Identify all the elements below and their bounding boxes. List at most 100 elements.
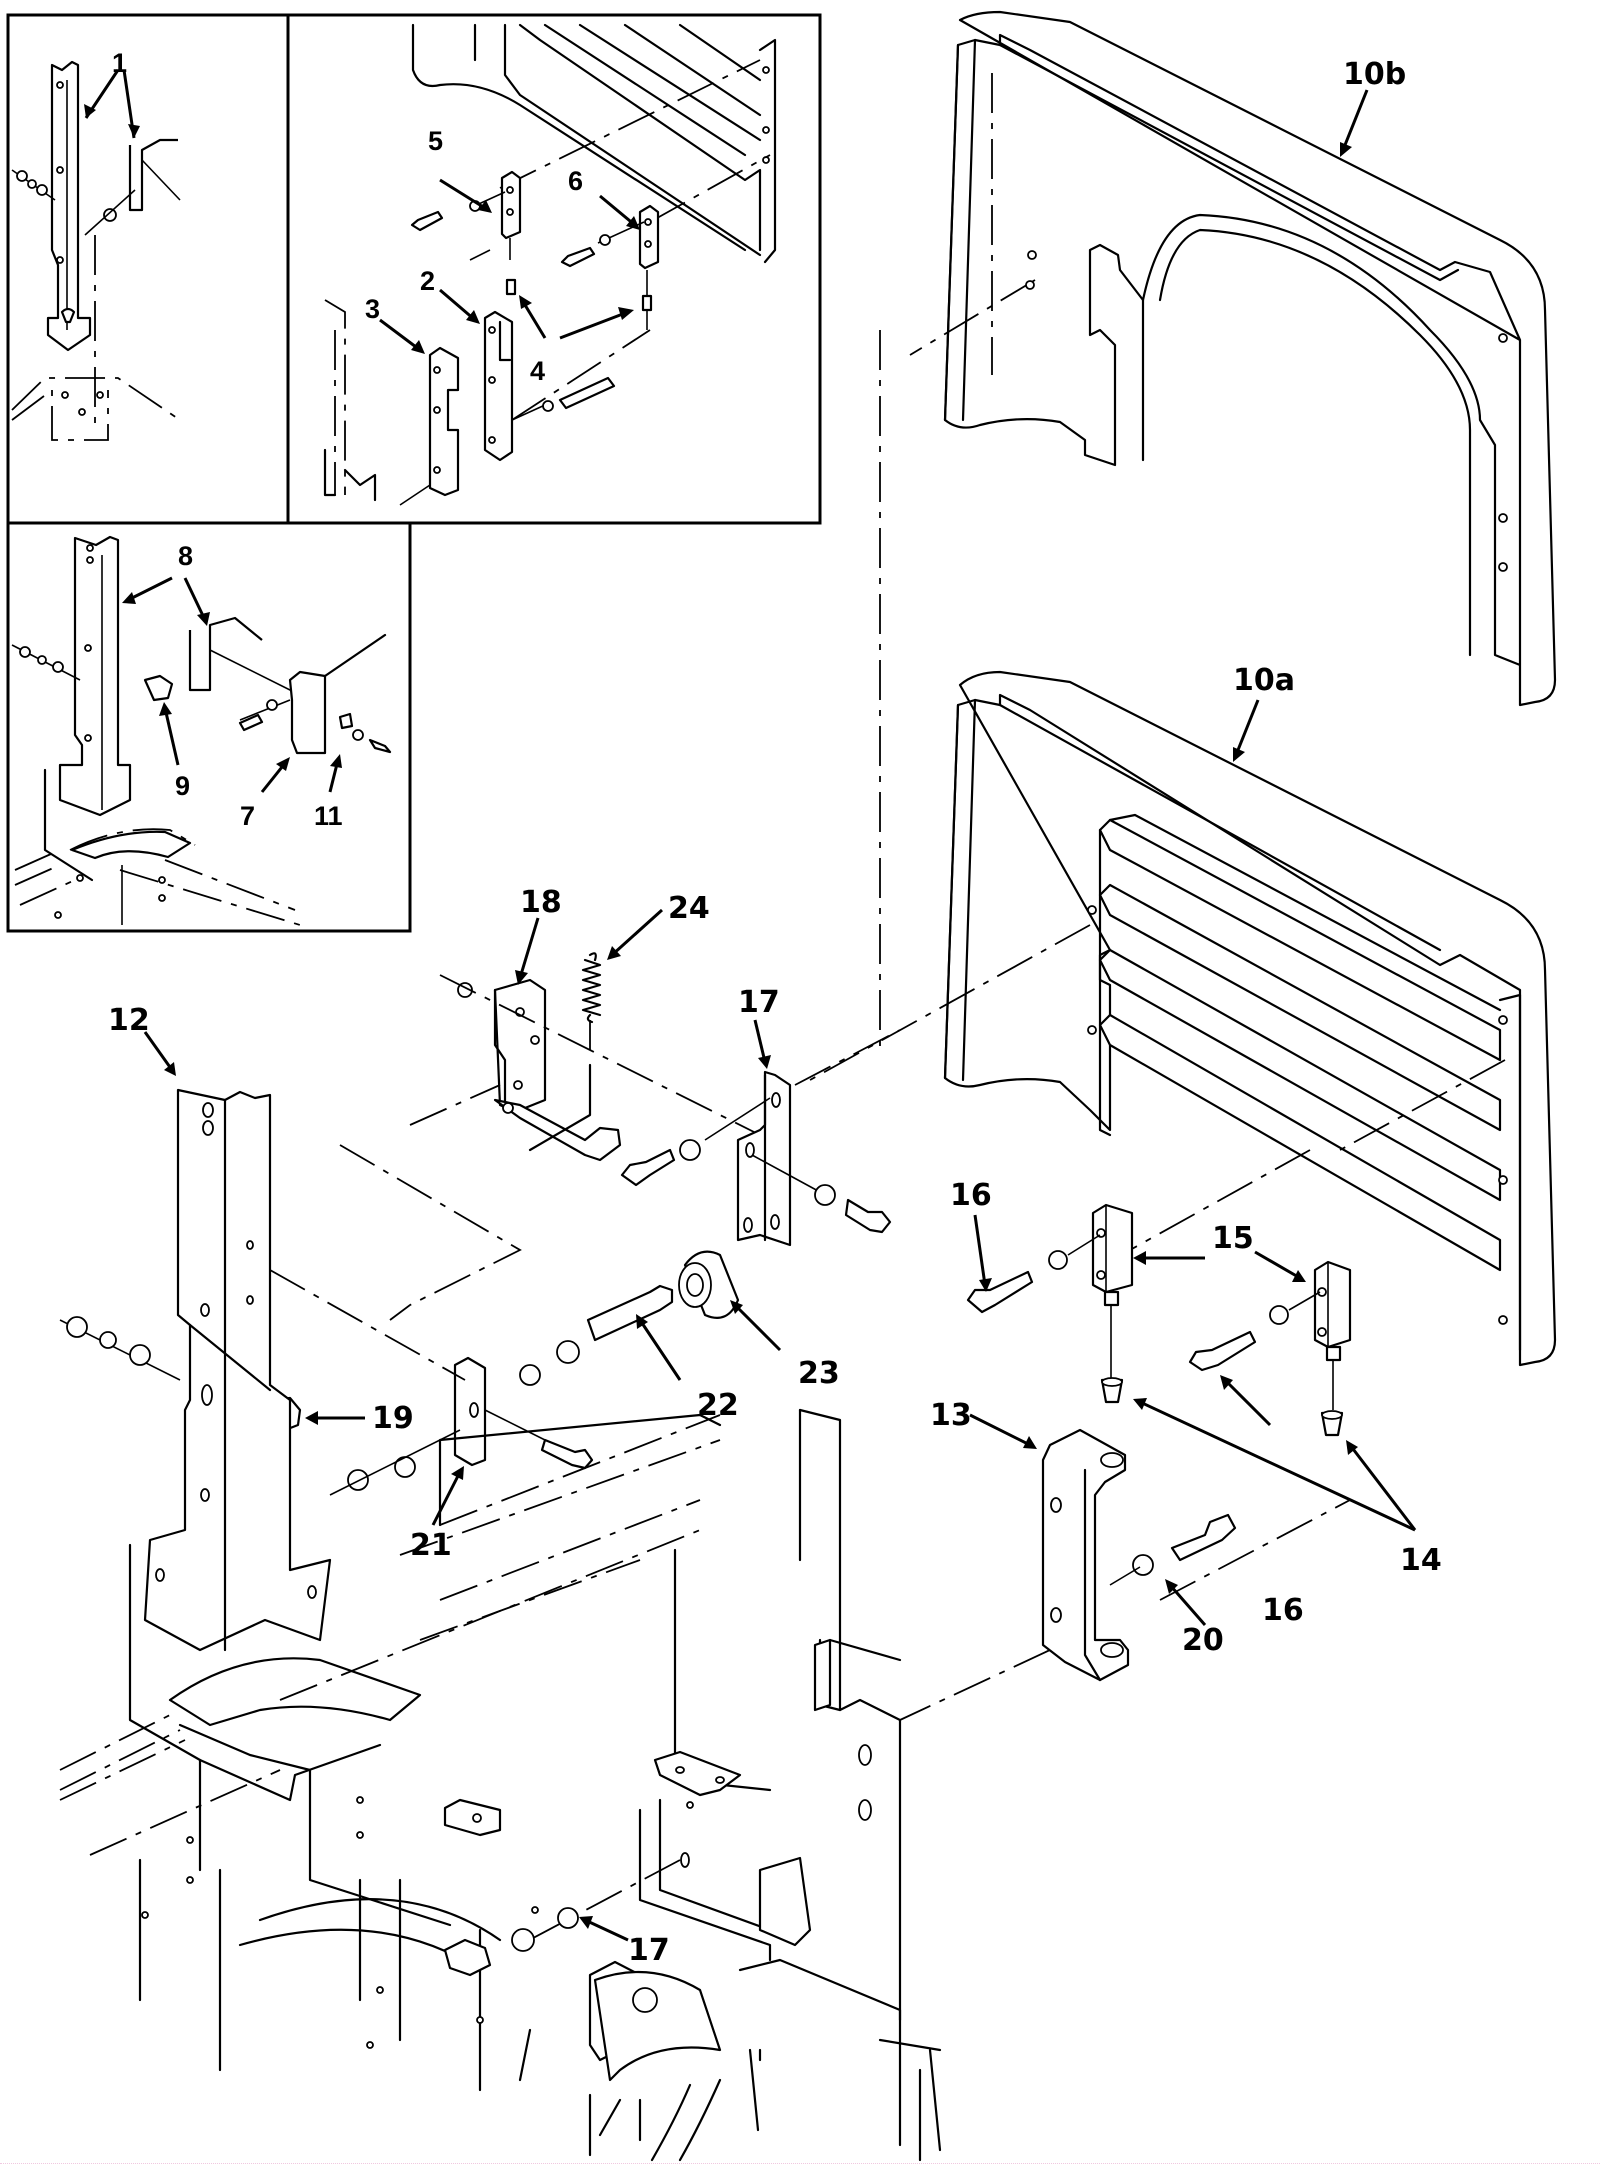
callout-20-arrow bbox=[1168, 1584, 1207, 1626]
inset-c-striker bbox=[288, 670, 327, 755]
hinge-hardware bbox=[966, 1203, 1417, 1532]
part-10a-grille-assembly bbox=[809, 670, 1557, 1367]
inset-b-hinge-block-5 bbox=[500, 170, 522, 240]
callout-3: 3 bbox=[365, 294, 380, 324]
lower-tab bbox=[443, 1938, 492, 1977]
spring-24 bbox=[581, 952, 602, 1024]
grille-louvers bbox=[1098, 813, 1502, 1272]
bolt-right-of-17 bbox=[844, 1198, 892, 1234]
inset-b-hinge-block-6 bbox=[638, 204, 660, 270]
callout-17-arrow-b bbox=[584, 1918, 629, 1942]
callout-13: 13 bbox=[930, 1398, 972, 1433]
callout-24-arrow bbox=[610, 908, 664, 957]
callout-9-arrow bbox=[163, 707, 180, 766]
callout-20: 20 bbox=[1182, 1623, 1224, 1658]
inset-b-grille-edge bbox=[411, 23, 747, 252]
callout-23-arrow bbox=[733, 1303, 782, 1352]
latch-hardware bbox=[339, 908, 901, 1321]
frame-slot-upright bbox=[813, 1638, 832, 1712]
callout-16-arrow-b bbox=[1223, 1378, 1272, 1427]
callout-11: 11 bbox=[314, 801, 343, 831]
inset-a-latch bbox=[128, 138, 178, 212]
callout-21: 21 bbox=[410, 1528, 452, 1563]
callout-8-arrow-b bbox=[183, 577, 207, 621]
callout-17-arrow-a bbox=[753, 1019, 767, 1063]
bottom-border-strip bbox=[0, 2163, 1600, 2174]
callout-18: 18 bbox=[520, 885, 562, 920]
latch-18-body bbox=[493, 978, 547, 1114]
callout-4: 4 bbox=[530, 356, 545, 386]
callout-22: 22 bbox=[697, 1388, 739, 1423]
inset-b-bolt-5 bbox=[410, 210, 444, 232]
callout-1: 1 bbox=[112, 48, 127, 78]
frame-mount bbox=[593, 1970, 722, 2082]
inset-a-support-bracket bbox=[46, 60, 92, 352]
callout-21-arrow bbox=[431, 1471, 462, 1526]
callout-5: 5 bbox=[428, 126, 443, 156]
callout-16-arrow-a bbox=[973, 1214, 987, 1286]
inset-c-wheel-cover bbox=[70, 830, 192, 860]
callout-7: 7 bbox=[240, 801, 255, 831]
callout-9: 9 bbox=[175, 771, 190, 801]
callout-23: 23 bbox=[798, 1356, 840, 1391]
nut-22 bbox=[556, 1340, 580, 1364]
callout-labels: 1 2 3 4 5 6 7 8 9 11 10b 10a 12 13 14 15… bbox=[108, 48, 1442, 1968]
callout-16-lower: 16 bbox=[1262, 1593, 1304, 1628]
callout-8: 8 bbox=[178, 541, 193, 571]
inset-c-pin bbox=[143, 674, 174, 702]
bolt-16a bbox=[966, 1270, 1034, 1314]
inset-b-bushing-a bbox=[505, 278, 517, 296]
callout-6: 6 bbox=[568, 166, 583, 196]
bolt-left-of-17 bbox=[620, 1148, 676, 1187]
bracket-12-outline bbox=[143, 1088, 332, 1652]
callout-4-arrow-b bbox=[559, 310, 629, 340]
inset-b-drawing bbox=[323, 23, 777, 506]
part-10b-shell-outline bbox=[943, 10, 1557, 707]
screw-22 bbox=[586, 1284, 674, 1342]
inset-c-drawing bbox=[11, 535, 392, 926]
inset-frame-bottom-left bbox=[6, 521, 412, 933]
callout-12-arrow bbox=[143, 1031, 174, 1071]
callout-22-arrow bbox=[638, 1319, 682, 1381]
inset-b-bracket-3 bbox=[428, 346, 460, 497]
lower-frame bbox=[59, 1408, 942, 2162]
callout-18-arrow bbox=[518, 917, 540, 979]
callout-13-arrow bbox=[969, 1413, 1031, 1447]
part-10a-shell-outline bbox=[943, 670, 1557, 1367]
frame-wheel-arch bbox=[168, 1657, 422, 1727]
frame-tab-upper bbox=[653, 1750, 742, 1797]
inset-b-bracket-2 bbox=[483, 310, 514, 462]
inset-c-support-bracket bbox=[58, 535, 132, 817]
inset-c-clip-11 bbox=[338, 712, 354, 730]
inset-b-bolt-6 bbox=[560, 246, 596, 268]
callout-3-arrow bbox=[379, 318, 421, 352]
hinge-mount-bracket-13 bbox=[899, 1413, 1351, 1721]
support-bracket-12 bbox=[59, 1031, 332, 1652]
inset-c-bolt-right bbox=[368, 738, 392, 754]
callout-14: 14 bbox=[1400, 1543, 1442, 1578]
callout-2-arrow bbox=[439, 288, 476, 322]
callout-12: 12 bbox=[108, 1003, 150, 1038]
callout-10b-arrow bbox=[1341, 89, 1369, 151]
callout-10a-arrow bbox=[1234, 699, 1260, 756]
callout-14-arrow-b bbox=[1348, 1444, 1417, 1531]
part-10b-upper-grille-shell bbox=[909, 10, 1557, 707]
frame-small-bracket bbox=[758, 1856, 812, 1947]
nut-17-lower bbox=[511, 1928, 535, 1952]
washer-17-lower bbox=[557, 1907, 579, 1929]
callout-14-arrow-a bbox=[1139, 1400, 1416, 1532]
inset-a-drawing bbox=[11, 60, 181, 441]
callout-2: 2 bbox=[420, 266, 435, 296]
inset-c-bolt-left bbox=[238, 713, 264, 732]
callout-15-arrow-b bbox=[1254, 1250, 1301, 1280]
nut-12 bbox=[66, 1316, 88, 1338]
callout-10b: 10b bbox=[1343, 57, 1406, 92]
callout-17-upper: 17 bbox=[738, 985, 780, 1020]
inset-frame-top bbox=[6, 13, 822, 525]
bolt-16-lower bbox=[1170, 1513, 1237, 1562]
callout-8-arrow-a bbox=[127, 576, 173, 602]
callout-15: 15 bbox=[1212, 1221, 1254, 1256]
inset-c-latch bbox=[188, 616, 263, 692]
inset-b-bolt-lower bbox=[558, 376, 616, 410]
